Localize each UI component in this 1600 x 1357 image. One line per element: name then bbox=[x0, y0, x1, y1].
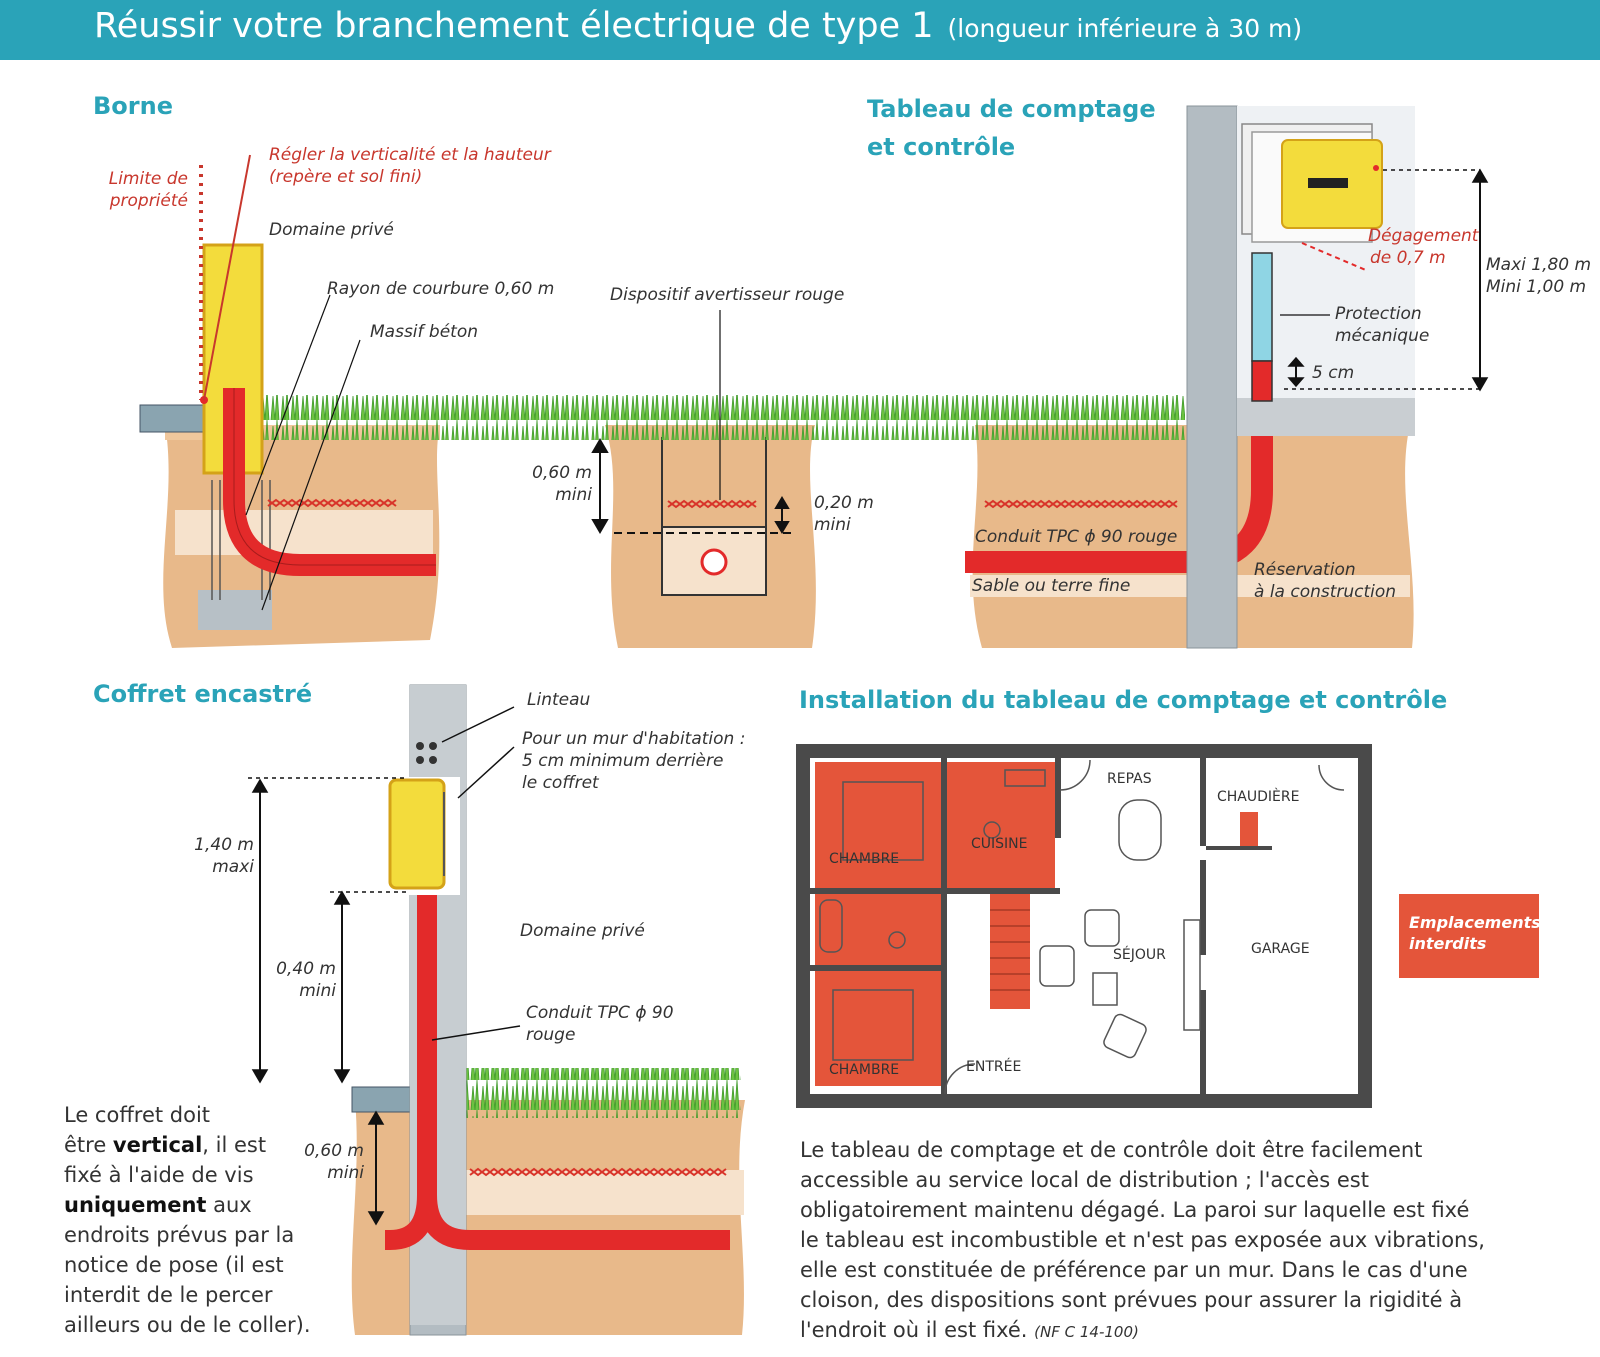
label-domaine-prive-coffret: Domaine privé bbox=[520, 921, 645, 941]
coffret-step bbox=[351, 1086, 415, 1113]
section-title-tableau-line2: et contrôle bbox=[867, 133, 1016, 161]
label-sable-terre: Sable ou terre fine bbox=[972, 576, 1131, 596]
room-chambre-bottom: CHAMBRE bbox=[829, 1062, 900, 1078]
section-title-installation: Installation du tableau de comptage et c… bbox=[799, 686, 1448, 714]
page-title: Réussir votre branchement électrique de … bbox=[94, 6, 1303, 46]
label-linteau: Linteau bbox=[527, 690, 591, 710]
middle-trench bbox=[605, 425, 816, 648]
label-regler-verticalite: Régler la verticalité et la hauteur(repè… bbox=[269, 145, 551, 187]
room-cuisine: CUISINE bbox=[971, 836, 1028, 852]
meter-box bbox=[1241, 123, 1383, 243]
height-dimension bbox=[1284, 168, 1489, 392]
page-header: Réussir votre branchement électrique de … bbox=[0, 0, 1600, 60]
coffret-grass bbox=[466, 1068, 741, 1118]
coffret-dimensions bbox=[248, 706, 521, 1226]
label-dispositif-avertisseur: Dispositif avertisseur rouge bbox=[610, 285, 845, 305]
mechanical-protection bbox=[1251, 252, 1273, 362]
building-wall bbox=[1186, 105, 1238, 649]
conduit-section bbox=[700, 548, 728, 576]
grass-strip bbox=[260, 395, 1185, 440]
section-title-tableau: Tableau de comptage et contrôle bbox=[867, 90, 1156, 166]
coffret-box bbox=[388, 778, 446, 890]
room-entree: ENTRÉE bbox=[966, 1059, 1022, 1075]
label-domaine-prive-borne: Domaine privé bbox=[269, 220, 394, 240]
installation-instructions: Le tableau de comptage et de contrôle do… bbox=[800, 1138, 1485, 1342]
concrete-footing bbox=[198, 590, 272, 630]
forbidden-bathroom bbox=[815, 893, 941, 965]
coffret-instructions: Le coffret doit être vertical, il est fi… bbox=[64, 1103, 311, 1337]
forbidden-cuisine bbox=[947, 762, 1055, 888]
property-step bbox=[139, 404, 206, 433]
norm-reference: (NF C 14-100) bbox=[1034, 1323, 1139, 1341]
section-title-borne: Borne bbox=[93, 92, 173, 120]
page-subtitle: (longueur inférieure à 30 m) bbox=[947, 14, 1303, 43]
room-repas: REPAS bbox=[1107, 771, 1152, 787]
room-chaudiere: CHAUDIÈRE bbox=[1217, 789, 1300, 805]
floor-plan bbox=[796, 744, 1372, 1108]
room-chambre-top: CHAMBRE bbox=[829, 851, 900, 867]
label-conduit-tpc: Conduit TPC ϕ 90 rouge bbox=[975, 527, 1178, 547]
label-mur-habitation: Pour un mur d'habitation :5 cm minimum d… bbox=[522, 729, 746, 793]
label-cinq-cm: 5 cm bbox=[1312, 363, 1355, 383]
forbidden-chaudiere bbox=[1240, 812, 1258, 846]
section-title-coffret: Coffret encastré bbox=[93, 680, 313, 708]
room-garage: GARAGE bbox=[1251, 941, 1310, 957]
section-title-tableau-line1: Tableau de comptage bbox=[867, 95, 1156, 123]
room-sejour: SÉJOUR bbox=[1113, 947, 1166, 963]
label-massif-beton: Massif béton bbox=[370, 322, 479, 342]
label-rayon-courbure: Rayon de courbure 0,60 m bbox=[327, 279, 555, 299]
leader-lines bbox=[245, 294, 1330, 611]
depth-dimension bbox=[591, 438, 790, 534]
warning-tapes bbox=[267, 498, 1178, 509]
forbidden-chambre-top bbox=[815, 762, 941, 888]
